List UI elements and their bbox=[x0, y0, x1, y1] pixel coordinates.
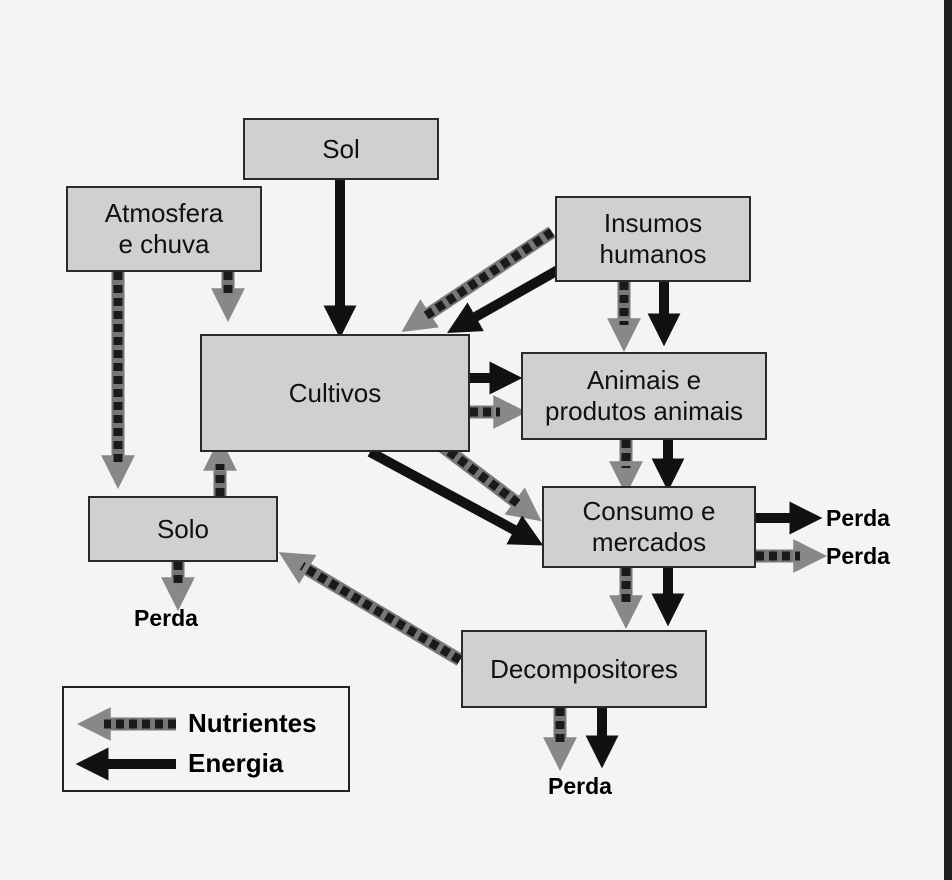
page-edge-shadow bbox=[944, 0, 952, 880]
arrow-cultivos-consumo-energia bbox=[367, 447, 544, 546]
node-cultivos-label: Cultivos bbox=[288, 377, 382, 408]
node-consumo: Consumo e mercados bbox=[542, 486, 756, 568]
perda-label-consumo-nutrientes: Perda bbox=[826, 543, 890, 569]
arrow-decompositores-solo bbox=[278, 552, 464, 666]
legend-swatches bbox=[75, 707, 176, 781]
perda-label-solo: Perda bbox=[134, 605, 198, 631]
node-solo-label: Solo bbox=[156, 513, 210, 544]
node-consumo-label: Consumo e mercados bbox=[582, 496, 716, 557]
node-insumos-label: Insumos humanos bbox=[599, 208, 707, 269]
node-cultivos: Cultivos bbox=[200, 334, 470, 452]
node-decompositores: Decompositores bbox=[461, 630, 707, 708]
legend: Nutrientes Energia bbox=[62, 686, 350, 792]
perda-label-decompositores: Perda bbox=[548, 773, 612, 799]
arrow-insumos-cultivos-energia bbox=[447, 265, 561, 334]
node-atmosfera: Atmosfera e chuva bbox=[66, 186, 262, 272]
node-atmosfera-label: Atmosfera e chuva bbox=[104, 198, 224, 259]
node-decompositores-label: Decompositores bbox=[490, 653, 678, 684]
node-insumos: Insumos humanos bbox=[555, 196, 751, 282]
legend-nutrients-label: Nutrientes bbox=[188, 708, 317, 738]
node-sol-label: Sol bbox=[322, 133, 360, 164]
node-animais-label: Animais e produtos animais bbox=[545, 365, 743, 426]
node-sol: Sol bbox=[243, 118, 439, 180]
perda-label-consumo-energia: Perda bbox=[826, 505, 890, 531]
arrow-insumos-cultivos-nutrientes bbox=[401, 226, 556, 332]
node-animais: Animais e produtos animais bbox=[521, 352, 767, 440]
node-solo: Solo bbox=[88, 496, 278, 562]
legend-energy-label: Energia bbox=[188, 748, 284, 778]
